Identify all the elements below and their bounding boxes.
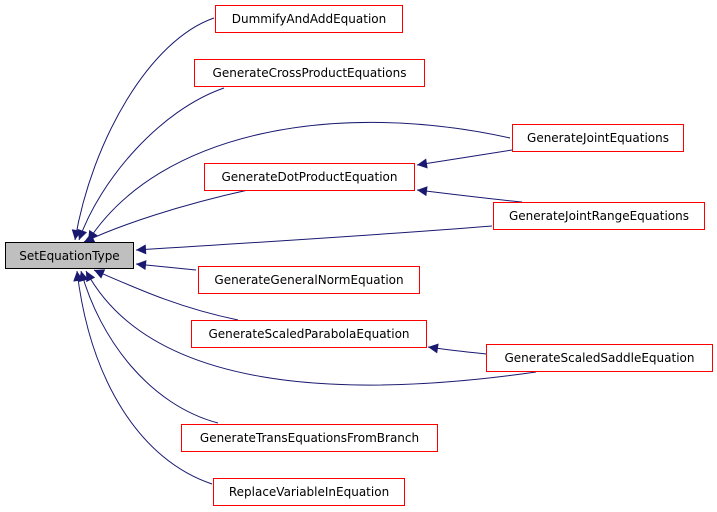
node-generate-general-norm-equation[interactable]: GenerateGeneralNormEquation bbox=[198, 266, 420, 294]
edge-cross-to-root bbox=[77, 87, 225, 241]
node-label: GenerateGeneralNormEquation bbox=[214, 273, 404, 287]
edge-dummify-to-root bbox=[71, 17, 215, 241]
node-dummify-and-add-equation[interactable]: DummifyAndAddEquation bbox=[215, 5, 403, 33]
edge-trans-to-root bbox=[78, 270, 219, 424]
node-label: GenerateScaledSaddleEquation bbox=[504, 351, 695, 365]
edge-joint-to-root bbox=[87, 121, 511, 242]
node-generate-joint-equations[interactable]: GenerateJointEquations bbox=[512, 124, 684, 152]
node-replace-variable-in-equation[interactable]: ReplaceVariableInEquation bbox=[213, 478, 405, 506]
edge-parabola-to-root bbox=[93, 269, 239, 321]
edge-jointrange-to-dot bbox=[416, 186, 523, 203]
edge-dot-to-root bbox=[83, 189, 249, 243]
node-generate-dot-product-equation[interactable]: GenerateDotProductEquation bbox=[204, 163, 415, 191]
node-set-equation-type: SetEquationType bbox=[5, 242, 134, 269]
node-generate-trans-equations-from-branch[interactable]: GenerateTransEquationsFromBranch bbox=[181, 424, 438, 452]
node-label: GenerateCrossProductEquations bbox=[212, 66, 407, 80]
node-label: SetEquationType bbox=[19, 248, 120, 263]
edge-replace-to-root bbox=[73, 270, 213, 485]
edge-norm-to-root bbox=[135, 260, 197, 271]
node-generate-scaled-parabola-equation[interactable]: GenerateScaledParabolaEquation bbox=[191, 320, 427, 348]
node-generate-cross-product-equations[interactable]: GenerateCrossProductEquations bbox=[194, 59, 425, 87]
node-label: GenerateJointRangeEquations bbox=[509, 209, 689, 223]
edge-jointrange-to-root bbox=[135, 225, 493, 255]
node-label: ReplaceVariableInEquation bbox=[228, 485, 390, 499]
node-label: GenerateScaledParabolaEquation bbox=[208, 327, 410, 341]
node-label: GenerateTransEquationsFromBranch bbox=[199, 431, 420, 445]
edges bbox=[71, 17, 537, 485]
node-generate-joint-range-equations[interactable]: GenerateJointRangeEquations bbox=[493, 202, 705, 230]
edge-saddle-to-root bbox=[85, 270, 537, 386]
node-label: GenerateJointEquations bbox=[527, 131, 669, 145]
node-label: GenerateDotProductEquation bbox=[221, 170, 398, 184]
node-label: DummifyAndAddEquation bbox=[231, 12, 387, 26]
edge-joint-to-dot bbox=[416, 149, 513, 169]
edge-saddle-to-parabola bbox=[427, 343, 487, 355]
node-generate-scaled-saddle-equation[interactable]: GenerateScaledSaddleEquation bbox=[486, 344, 713, 372]
